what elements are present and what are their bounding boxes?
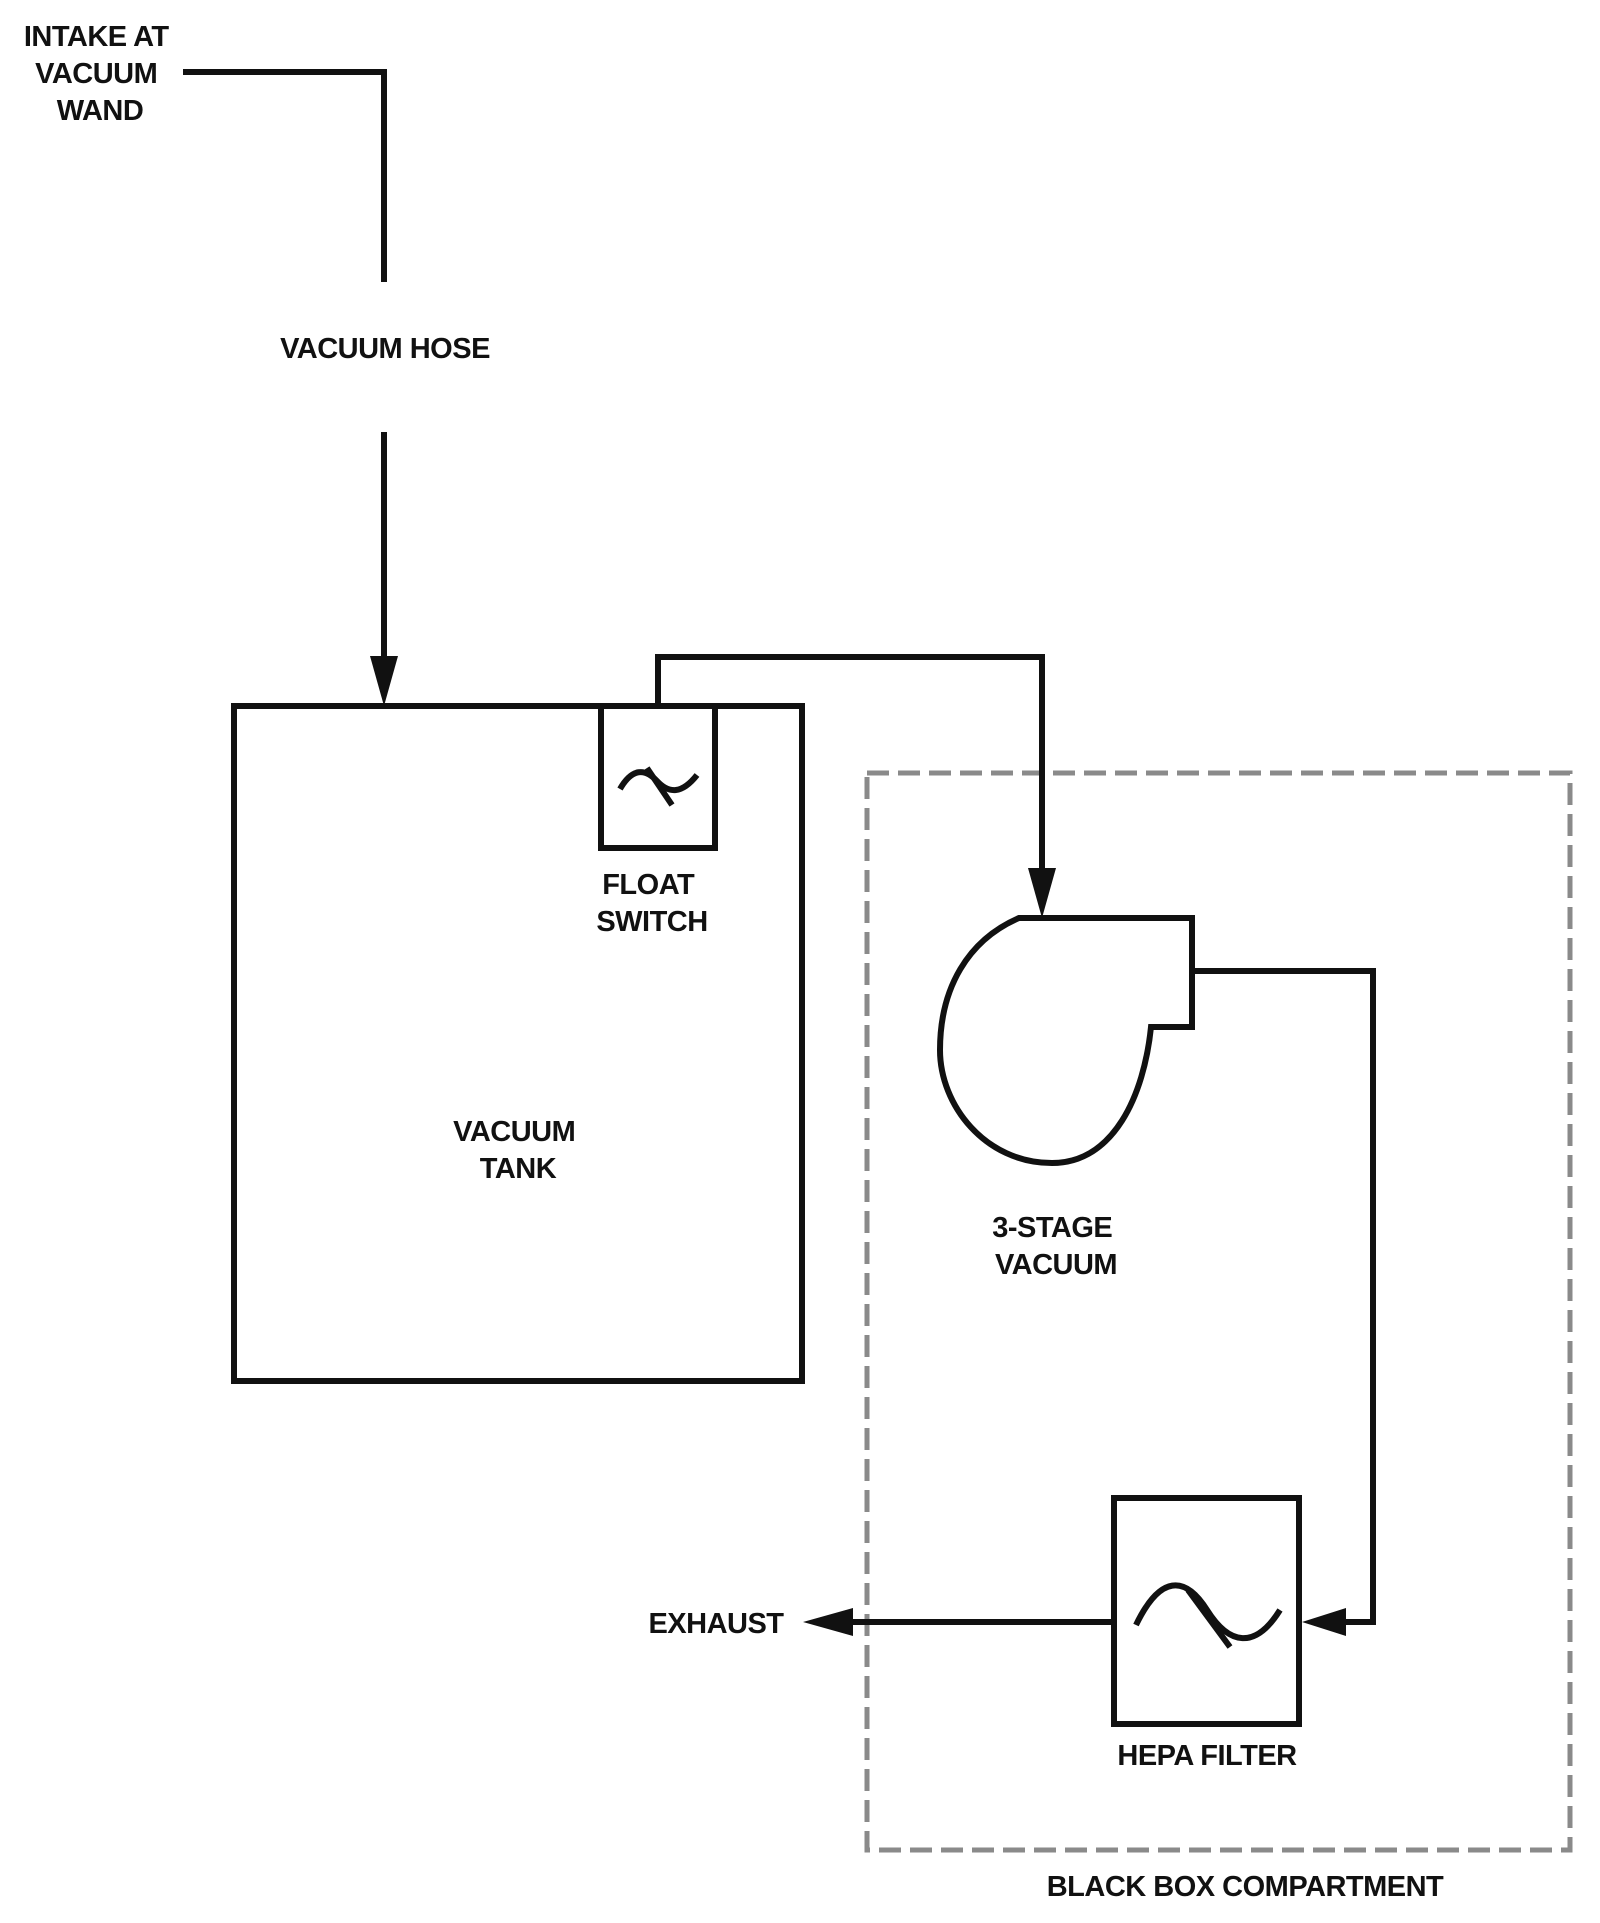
intake-label: INTAKE AT VACUUM WAND: [24, 21, 176, 127]
vacuum-hose-label: VACUUM HOSE: [280, 333, 490, 365]
black-box-compartment-label: BLACK BOX COMPARTMENT: [1047, 1871, 1444, 1903]
float-switch-label: FLOAT SWITCH: [596, 869, 707, 938]
hepa-filter-label: HEPA FILTER: [1117, 1740, 1297, 1772]
tank-to-vacuum-line: [655, 654, 1045, 880]
hepa-filter-contact: [1185, 1588, 1233, 1649]
blower-icon: [936, 915, 1195, 1167]
vacuum-tank-label: VACUUM TANK: [453, 1116, 583, 1185]
tank-inlet-arrowhead: [370, 656, 398, 706]
filter-inlet-arrowhead: [1302, 1608, 1346, 1636]
vacuum-to-filter-line: [1192, 968, 1376, 1625]
vacuum-tank-box: [231, 703, 805, 1384]
float-switch-contact: [644, 766, 675, 807]
hepa-filter-box: [1111, 1495, 1302, 1727]
exhaust-label: EXHAUST: [648, 1608, 784, 1640]
black-box-compartment-boundary: [864, 770, 1573, 1853]
vacuum-inlet-arrowhead: [1028, 868, 1056, 918]
exhaust-arrowhead: [803, 1608, 853, 1636]
three-stage-vacuum-label: 3-STAGE VACUUM: [992, 1212, 1120, 1281]
intake-line: [183, 69, 387, 282]
tilde-icon: [1133, 1582, 1283, 1642]
